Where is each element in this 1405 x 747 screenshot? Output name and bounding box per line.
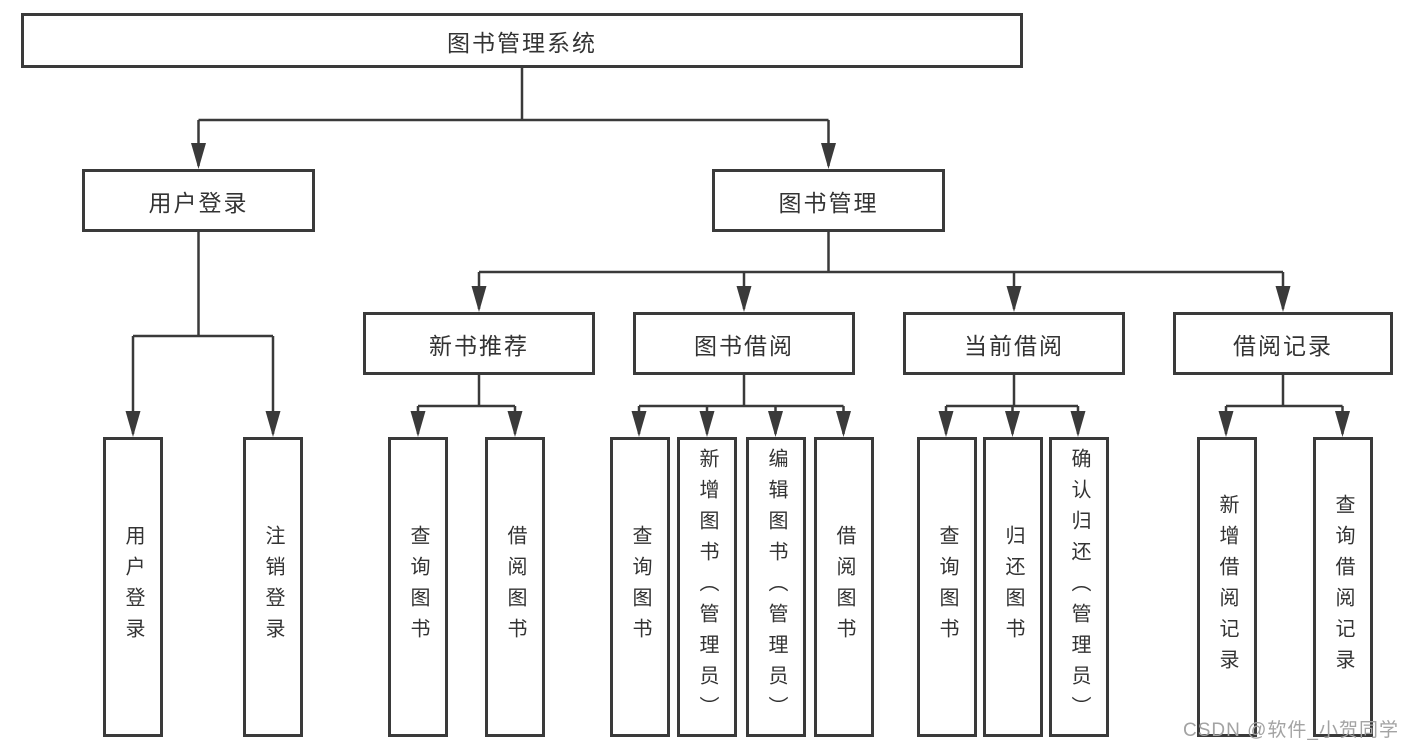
leaf-edit-book-admin: 编辑图书（管理员） (746, 437, 806, 737)
node-label: 用户登录 (148, 189, 249, 216)
leaf-borrow-book-recommend: 借阅图书 (485, 437, 545, 737)
arrow-down-icon (1070, 411, 1086, 437)
arrow-down-icon (1275, 286, 1291, 312)
node-label: 当前借阅 (964, 332, 1064, 359)
node-label: 图书借阅 (694, 332, 794, 359)
node-book-management: 图书管理 (712, 169, 945, 232)
leaf-logout: 注销登录 (243, 437, 303, 737)
node-label: 新增借阅记录 (1216, 494, 1238, 680)
edge-bookborrow-to-children (637, 375, 845, 434)
edge-root-to-level2 (197, 68, 830, 166)
node-label: 查询图书 (629, 525, 651, 649)
node-label: 查询图书 (407, 525, 429, 649)
node-label: 借阅记录 (1233, 332, 1333, 359)
edge-borrowrecord-to-children (1224, 375, 1344, 434)
arrow-down-icon (471, 286, 487, 312)
node-label: 借阅图书 (504, 525, 526, 649)
edge-newbook-to-children (416, 375, 517, 434)
arrow-down-icon (631, 411, 647, 437)
node-book-borrow: 图书借阅 (633, 312, 855, 375)
edge-bookmgmt-to-level3 (477, 232, 1285, 309)
arrow-down-icon (507, 411, 523, 437)
arrow-down-icon (836, 411, 851, 437)
arrow-down-icon (265, 411, 281, 437)
node-label: 用户登录 (122, 525, 144, 649)
arrow-down-icon (191, 143, 206, 169)
leaf-confirm-return-admin: 确认归还（管理员） (1049, 437, 1109, 737)
arrow-down-icon (1006, 286, 1022, 312)
arrow-down-icon (125, 411, 141, 437)
arrow-down-icon (410, 411, 426, 437)
node-root-library-system: 图书管理系统 (21, 13, 1023, 68)
node-label: 查询图书 (936, 525, 958, 649)
node-label: 确认归还（管理员） (1068, 447, 1090, 727)
arrow-down-icon (821, 143, 836, 169)
leaf-return-book: 归还图书 (983, 437, 1043, 737)
node-label: 图书管理系统 (447, 29, 597, 56)
arrow-down-icon (768, 411, 783, 437)
node-label: 图书管理 (778, 189, 879, 216)
arrow-down-icon (736, 286, 752, 312)
csdn-watermark: CSDN @软件_小贺同学 (1183, 720, 1399, 741)
leaf-query-borrow-record: 查询借阅记录 (1313, 437, 1373, 737)
leaf-query-book-borrow: 查询图书 (610, 437, 670, 737)
node-label: 注销登录 (262, 525, 284, 649)
arrowheads (125, 143, 1350, 437)
arrow-down-icon (1218, 411, 1234, 437)
node-current-borrow: 当前借阅 (903, 312, 1125, 375)
leaf-query-book-recommend: 查询图书 (388, 437, 448, 737)
node-user-login: 用户登录 (82, 169, 315, 232)
leaf-query-book-current: 查询图书 (917, 437, 977, 737)
node-label: 新书推荐 (429, 332, 529, 359)
leaf-borrow-book: 借阅图书 (814, 437, 874, 737)
node-new-book-recommend: 新书推荐 (363, 312, 595, 375)
arrow-down-icon (1005, 411, 1020, 437)
node-borrow-record: 借阅记录 (1173, 312, 1393, 375)
node-label: 归还图书 (1002, 525, 1024, 649)
node-label: 编辑图书（管理员） (765, 447, 787, 727)
node-label: 新增图书（管理员） (696, 447, 718, 727)
arrow-down-icon (1335, 411, 1350, 437)
leaf-user-login: 用户登录 (103, 437, 163, 737)
node-label: 查询借阅记录 (1332, 494, 1354, 680)
leaf-add-book-admin: 新增图书（管理员） (677, 437, 737, 737)
arrow-down-icon (699, 411, 715, 437)
node-label: 借阅图书 (833, 525, 855, 649)
edge-userlogin-to-children (131, 232, 275, 434)
arrow-down-icon (938, 411, 954, 437)
leaf-add-borrow-record: 新增借阅记录 (1197, 437, 1257, 737)
